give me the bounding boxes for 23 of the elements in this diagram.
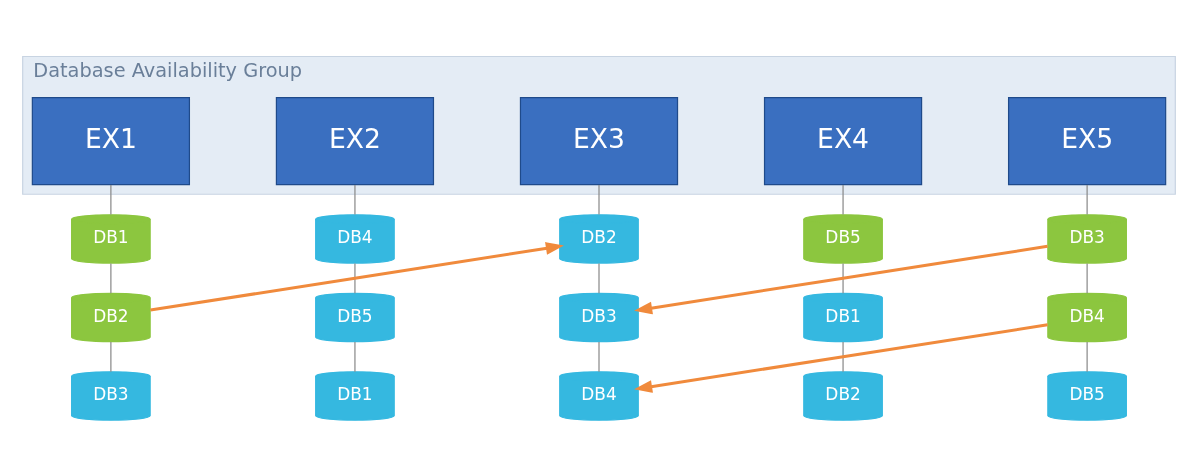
connector [110, 184, 112, 216]
arrow [634, 244, 1048, 315]
connector [1086, 262, 1088, 294]
arrow [634, 323, 1048, 393]
connector [1086, 184, 1088, 216]
connector [598, 184, 600, 216]
node-box: EX1 [31, 96, 191, 186]
node-box: EX2 [275, 96, 435, 186]
connector [354, 262, 356, 294]
node-box: EX4 [763, 96, 923, 186]
node-box: EX3 [519, 96, 679, 186]
arrow [150, 242, 564, 312]
connector [598, 262, 600, 294]
connector [354, 341, 356, 373]
connector [110, 262, 112, 294]
connector [1086, 341, 1088, 373]
connector [354, 184, 356, 216]
connector [842, 184, 844, 216]
node-box: EX5 [1007, 96, 1167, 186]
connector [842, 262, 844, 294]
connector [110, 341, 112, 373]
connector [598, 341, 600, 373]
connector [842, 341, 844, 373]
